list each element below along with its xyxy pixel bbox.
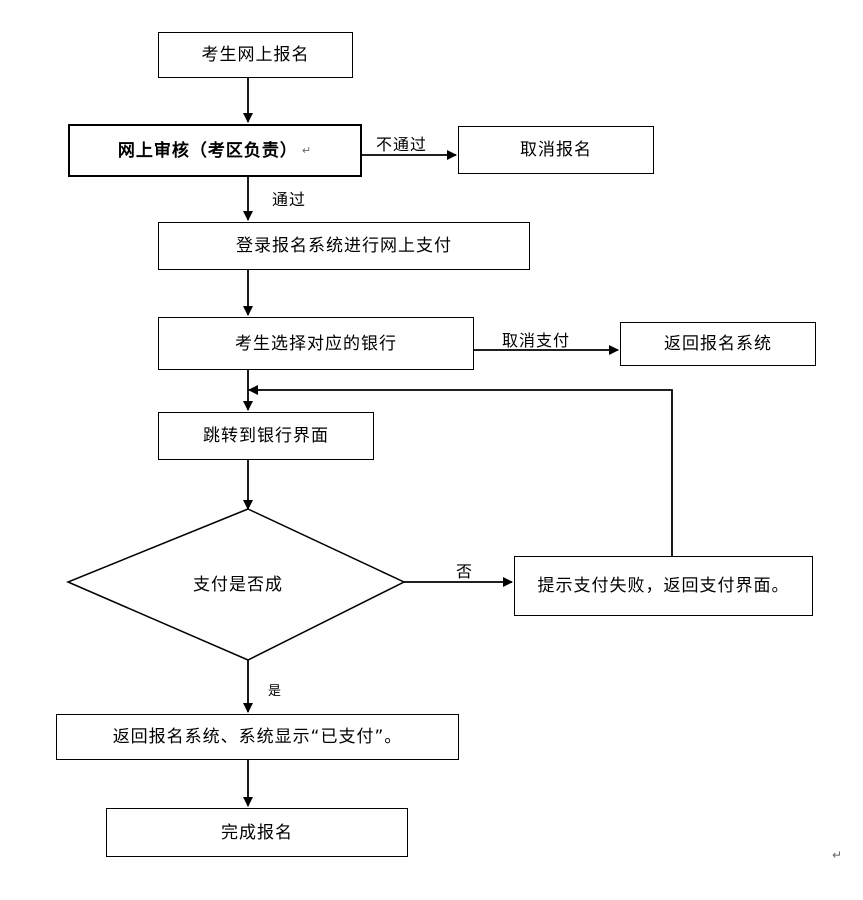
node-pay-decision: 支付是否成 bbox=[130, 566, 346, 598]
decision-diamond bbox=[66, 508, 406, 661]
node-cancel-registration: 取消报名 bbox=[458, 126, 654, 174]
node-pay-decision-label: 支付是否成 bbox=[193, 574, 283, 595]
node-finish-label: 完成报名 bbox=[221, 822, 293, 843]
edge-label-cancel-pay: 取消支付 bbox=[502, 331, 571, 350]
arrow-failed-loop-back bbox=[248, 385, 673, 556]
node-return-system-label: 返回报名系统 bbox=[664, 334, 772, 354]
node-finish: 完成报名 bbox=[106, 808, 408, 857]
node-paid-label: 返回报名系统、系统显示“已支付”。 bbox=[112, 727, 403, 747]
node-pay-failed: 提示支付失败，返回支付界面。 bbox=[514, 556, 813, 616]
node-start: 考生网上报名 bbox=[158, 32, 353, 78]
node-pay-failed-label: 提示支付失败，返回支付界面。 bbox=[537, 576, 790, 596]
node-login-pay-label: 登录报名系统进行网上支付 bbox=[236, 236, 452, 256]
edge-label-no: 否 bbox=[456, 562, 474, 581]
node-bank-page: 跳转到银行界面 bbox=[158, 412, 374, 460]
node-cancel-registration-label: 取消报名 bbox=[520, 140, 592, 160]
node-start-label: 考生网上报名 bbox=[201, 45, 310, 65]
node-paid: 返回报名系统、系统显示“已支付”。 bbox=[56, 714, 459, 760]
node-review: 网上审核（考区负责） ↵ bbox=[68, 124, 362, 177]
paragraph-mark: ↵ bbox=[301, 143, 313, 157]
edge-label-yes: 是 bbox=[268, 684, 283, 699]
node-return-system: 返回报名系统 bbox=[620, 322, 816, 366]
edge-label-pass: 通过 bbox=[272, 190, 307, 209]
node-select-bank-label: 考生选择对应的银行 bbox=[235, 333, 397, 354]
node-select-bank: 考生选择对应的银行 bbox=[158, 317, 474, 370]
node-login-pay: 登录报名系统进行网上支付 bbox=[158, 222, 530, 270]
node-bank-page-label: 跳转到银行界面 bbox=[203, 426, 329, 446]
edge-label-not-pass: 不通过 bbox=[376, 135, 428, 154]
paragraph-mark-bottom: ↵ bbox=[832, 848, 843, 862]
node-review-label: 网上审核（考区负责） bbox=[117, 140, 298, 161]
